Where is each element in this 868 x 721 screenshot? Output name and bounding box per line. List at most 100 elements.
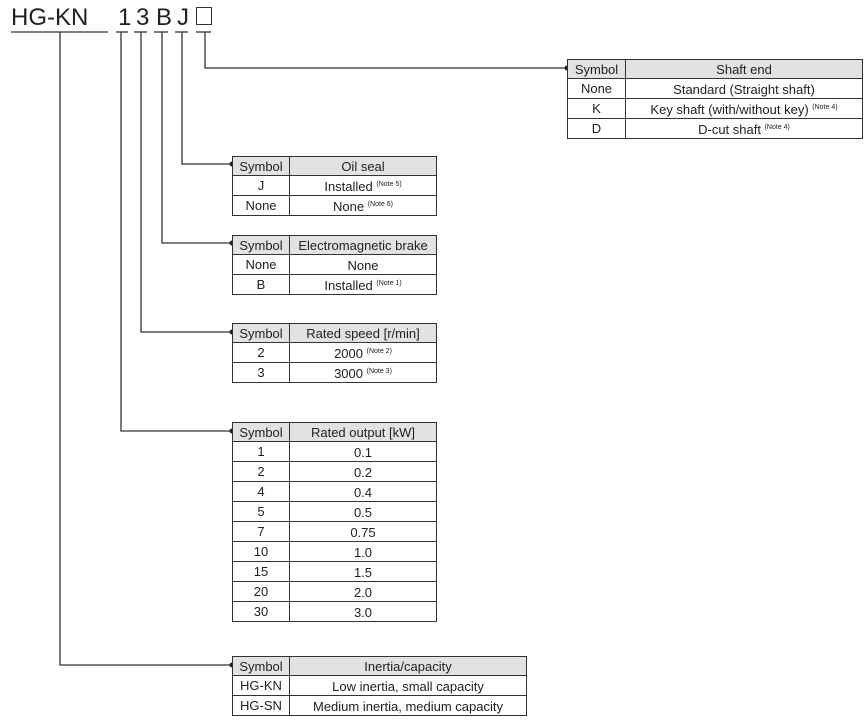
symbol-header: Symbol [232, 235, 290, 255]
symbol-cell: None [232, 195, 290, 216]
value-text: 2000 [334, 346, 363, 361]
table-row: None None [232, 254, 437, 275]
model-brake-code: B [156, 4, 173, 31]
value-text: D-cut shaft [698, 122, 761, 137]
symbol-cell: D [567, 118, 626, 139]
value-text: 0.5 [353, 505, 373, 520]
shaft-header: Shaft end [625, 59, 863, 79]
symbol-header: Symbol [232, 656, 290, 676]
value-text: 2.0 [353, 585, 373, 600]
value-text: 3000 [334, 366, 363, 381]
symbol-cell: 7 [232, 521, 290, 542]
value-text: Key shaft (with/without key) [650, 102, 809, 117]
symbol-cell: HG-KN [232, 675, 290, 696]
value-text: 3.0 [353, 605, 373, 620]
symbol-cell: 1 [232, 441, 290, 462]
value-text: Standard (Straight shaft) [673, 82, 815, 97]
value-cell: 1.5 [289, 561, 437, 582]
value-cell: None [289, 254, 437, 275]
note-ref: (Note 5) [376, 181, 402, 188]
symbol-cell: J [232, 175, 290, 196]
oil-header: Oil seal [289, 156, 437, 176]
model-series: HG-KN [11, 4, 89, 31]
value-text: Installed [324, 179, 373, 194]
value-text: None [347, 258, 379, 273]
note-ref: (Note 3) [366, 368, 392, 375]
value-cell: 0.5 [289, 501, 437, 522]
value-cell: Key shaft (with/without key) (Note 4) [625, 98, 863, 119]
value-cell: Medium inertia, medium capacity [289, 695, 527, 716]
symbol-cell: 2 [232, 342, 290, 363]
symbol-cell: 4 [232, 481, 290, 502]
value-cell: 3.0 [289, 601, 437, 622]
table-row: HG-SN Medium inertia, medium capacity [232, 695, 527, 716]
value-text: 0.4 [353, 485, 373, 500]
value-cell: Installed (Note 1) [289, 274, 437, 295]
value-text: 0.75 [350, 525, 376, 540]
symbol-cell: 5 [232, 501, 290, 522]
symbol-header: Symbol [232, 422, 290, 442]
output-header: Rated output [kW] [289, 422, 437, 442]
symbol-cell: None [232, 254, 290, 275]
value-cell: None (Note 6) [289, 195, 437, 216]
table-row: HG-KN Low inertia, small capacity [232, 675, 527, 696]
symbol-cell: 30 [232, 601, 290, 622]
inertia-header: Inertia/capacity [289, 656, 527, 676]
value-text: Low inertia, small capacity [332, 679, 484, 694]
symbol-cell: HG-SN [232, 695, 290, 716]
note-ref: (Note 4) [812, 104, 838, 111]
value-cell: 0.75 [289, 521, 437, 542]
value-cell: D-cut shaft (Note 4) [625, 118, 863, 139]
value-cell: 2.0 [289, 581, 437, 602]
value-text: 1.5 [353, 565, 373, 580]
shaft-end-placeholder-box [196, 7, 212, 25]
value-cell: 2000 (Note 2) [289, 342, 437, 363]
note-ref: (Note 1) [376, 280, 402, 287]
value-cell: Low inertia, small capacity [289, 675, 527, 696]
model-oilseal-code: J [177, 4, 189, 31]
symbol-header: Symbol [567, 59, 626, 79]
value-text: 0.1 [353, 445, 373, 460]
symbol-cell: 20 [232, 581, 290, 602]
symbol-cell: K [567, 98, 626, 119]
value-cell: 3000 (Note 3) [289, 362, 437, 383]
value-text: Medium inertia, medium capacity [312, 699, 504, 714]
value-cell: 0.2 [289, 461, 437, 482]
value-text: None [333, 199, 365, 214]
value-text: Installed [324, 278, 373, 293]
symbol-cell: 15 [232, 561, 290, 582]
speed-header: Rated speed [r/min] [289, 323, 437, 343]
symbol-header: Symbol [232, 323, 290, 343]
value-cell: Installed (Note 5) [289, 175, 437, 196]
note-ref: (Note 2) [366, 348, 392, 355]
model-output-code: 1 [118, 4, 132, 31]
